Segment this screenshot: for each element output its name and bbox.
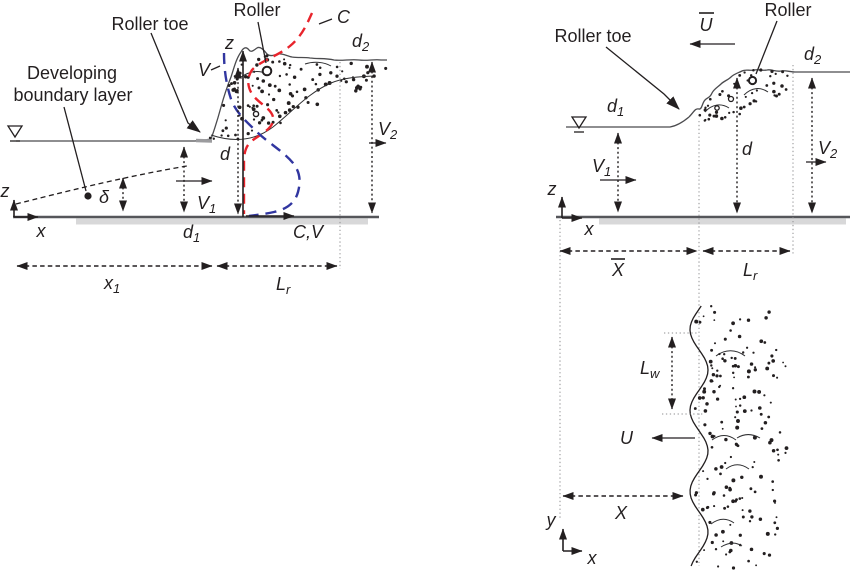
label-lr-left: Lr — [276, 274, 291, 297]
label-d1-left: d1 — [183, 222, 200, 245]
label-lr-right: Lr — [743, 260, 758, 283]
streamline-arc — [704, 104, 730, 113]
label-delta: δ — [99, 187, 110, 207]
left-diagram-side-view: Roller toe Roller C V Developing boundar… — [0, 0, 398, 297]
label-d-right: d — [742, 139, 753, 159]
label-cv-axis: C,V — [293, 222, 325, 242]
label-z-toe: z — [224, 33, 234, 53]
label-z-origin-left: z — [0, 181, 10, 201]
velocity-profile-curve — [222, 52, 301, 218]
aeration-bubbles-left — [208, 54, 388, 141]
label-z-right: z — [547, 179, 557, 199]
roller-leader-line — [257, 21, 267, 64]
upstream-water-surface-left — [16, 138, 212, 142]
air-concentration-profile-curve — [242, 12, 314, 214]
streamline-arc — [304, 61, 332, 67]
nabla-triangle-icon — [570, 116, 588, 130]
surface-wave-arc — [710, 518, 735, 525]
roller-leader-line-right — [755, 20, 778, 75]
label-x1: x1 — [103, 273, 120, 296]
label-roller-left: Roller — [233, 0, 280, 20]
roller-toe-leader-arrow-right — [605, 46, 680, 110]
origin-axes-left — [10, 199, 39, 221]
label-concentration-c: C — [337, 7, 351, 27]
label-d1-right: d1 — [607, 96, 624, 119]
label-d2-left: d2 — [352, 31, 370, 54]
roller-marker-circle — [261, 65, 273, 77]
right-diagram-side-view: Roller toe Roller U z x d X d2 d1 V1 V2 … — [547, 0, 850, 566]
label-d2-right: d2 — [804, 44, 822, 67]
label-lw: Lw — [640, 358, 661, 381]
label-roller-right: Roller — [764, 0, 811, 20]
aeration-bubbles-right — [698, 68, 789, 122]
surface-wave-arc — [725, 464, 750, 470]
roller-marker-circle-right — [747, 75, 758, 86]
label-v2-right: V2 — [818, 138, 838, 161]
surface-wave-arc — [720, 542, 743, 548]
c-label-tick — [318, 18, 333, 25]
label-u-plan: U — [620, 428, 634, 448]
v-label-tick — [210, 65, 221, 71]
label-developing: Developing — [27, 63, 117, 83]
label-x-origin-left: x — [36, 221, 47, 241]
label-x-right: x — [584, 219, 595, 239]
plan-axes — [559, 528, 583, 555]
roller-free-surface-left — [210, 46, 387, 140]
label-velocity-v: V — [198, 60, 212, 80]
toe-shading — [195, 138, 213, 143]
water-surface-icon — [6, 125, 24, 142]
boundary-layer-curve — [15, 165, 188, 205]
aeration-bubbles-plan — [693, 305, 789, 570]
surface-wave-arc — [715, 350, 746, 357]
plan-view: Lw U X y x — [545, 305, 789, 570]
roller-toe-perimeter-line — [689, 305, 709, 567]
label-v2-left: V2 — [378, 119, 398, 142]
bubble-circle — [714, 105, 720, 111]
label-boundary-layer: boundary layer — [13, 85, 132, 105]
bubble-circle — [252, 110, 260, 118]
streamline-arc — [743, 88, 769, 96]
label-y-axis-plan: y — [545, 510, 557, 530]
upstream-water-surface-right — [566, 116, 690, 128]
label-roller-toe-left: Roller toe — [111, 14, 188, 34]
water-surface-icon — [570, 116, 588, 133]
label-xbar: X — [611, 260, 625, 280]
surface-wave-arc — [736, 434, 761, 439]
boundary-layer-leader-line — [63, 106, 87, 192]
label-v1-left: V1 — [197, 193, 216, 216]
surface-wave-arc — [711, 435, 737, 441]
nabla-triangle-icon — [6, 125, 24, 139]
bubble-circle — [727, 95, 735, 103]
label-x-distance: X — [614, 503, 628, 523]
label-d-left: d — [220, 144, 231, 164]
label-v1-right: V1 — [592, 156, 611, 179]
boundary-layer-marker-dot — [84, 192, 92, 200]
label-x-axis-plan: x — [587, 548, 598, 568]
label-roller-toe-right: Roller toe — [554, 26, 631, 46]
roller-toe-leader-arrow — [150, 32, 201, 133]
origin-axes-right — [558, 196, 583, 222]
label-ubar: U — [700, 15, 714, 35]
